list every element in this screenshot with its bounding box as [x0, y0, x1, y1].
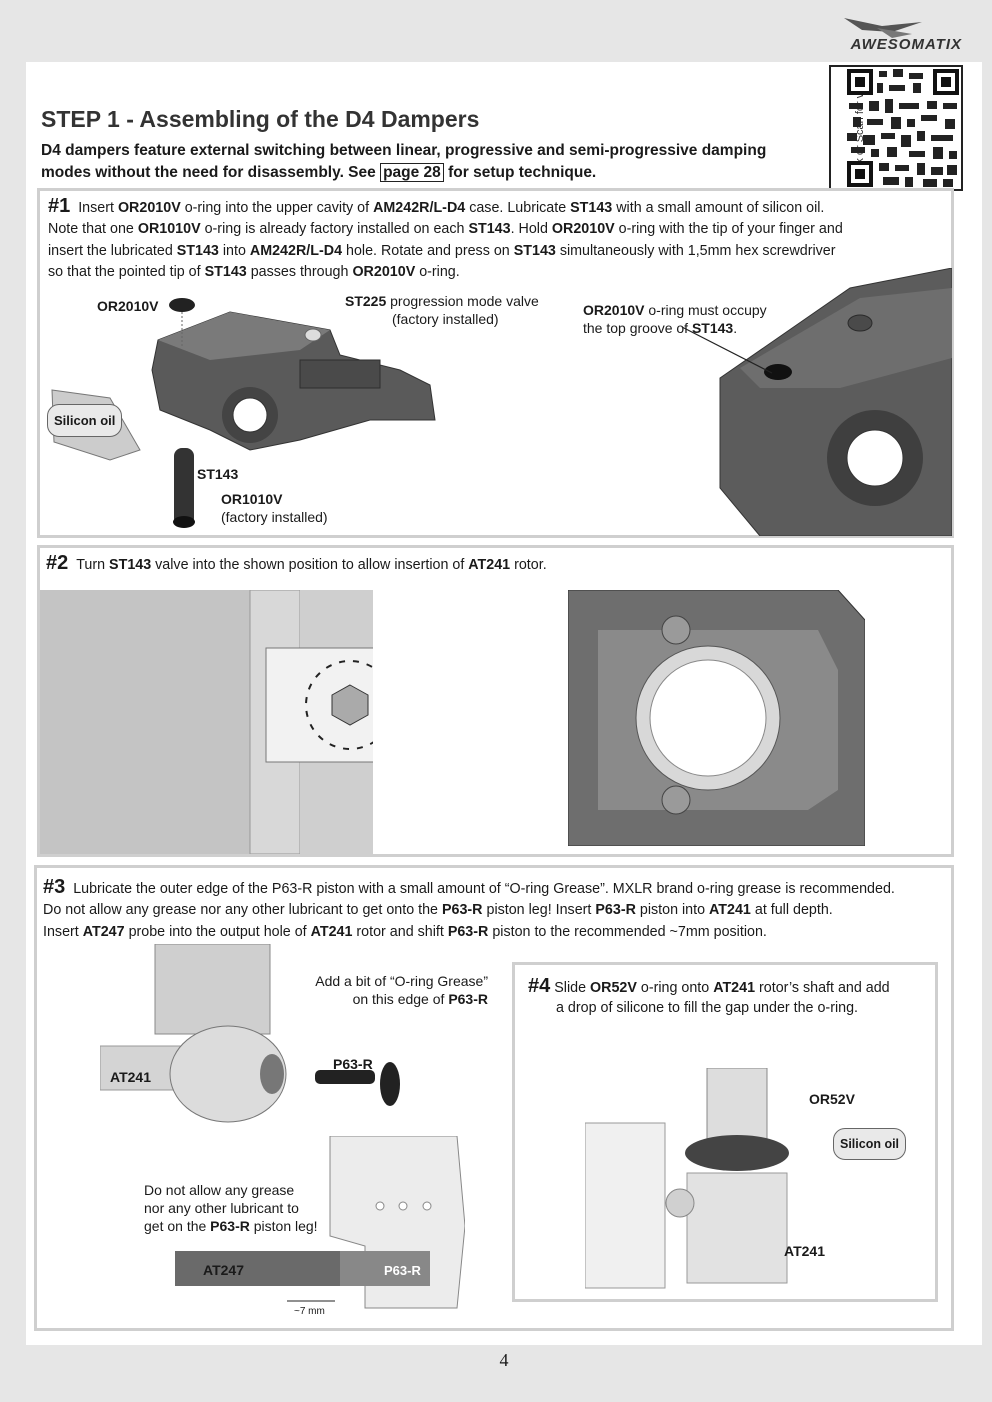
- damper-case-illustration: [51, 298, 436, 528]
- label-p63r-inner: P63-R: [384, 1263, 421, 1278]
- dimension-label: ~7 mm: [294, 1306, 325, 1317]
- step4-line2: a drop of silicone to fill the gap under…: [556, 1000, 859, 1016]
- brand-name: AWESOMATIX: [850, 36, 962, 53]
- label-st225-factory: (factory installed): [392, 311, 499, 327]
- brand-logo: [822, 14, 970, 56]
- label-or1010v: OR1010V: [221, 491, 283, 507]
- silicon-oil-bottle-label: Silicon oil: [47, 404, 123, 437]
- page-subtitle: D4 dampers feature external switching be…: [41, 142, 767, 182]
- valve-position-illustration: [40, 590, 373, 854]
- step1-line3: insert the lubricated ST143 into AM242R/…: [48, 243, 836, 259]
- bird-logo-icon: [844, 18, 922, 38]
- step4-number: #4: [528, 975, 551, 997]
- silicon-oil-bottle-label-2: Silicon oil: [833, 1128, 907, 1160]
- label-or2010v: OR2010V: [97, 298, 159, 314]
- qr-pattern-icon: [847, 69, 959, 187]
- page-title: STEP 1 - Assembling of the D4 Dampers: [41, 106, 480, 132]
- page-number: 4: [499, 1350, 509, 1370]
- probe-section-illustration: [175, 1136, 465, 1309]
- step1-line4: so that the pointed tip of ST143 passes …: [48, 264, 460, 280]
- step2-number: #2: [46, 552, 69, 574]
- step3-number: #3: [43, 876, 66, 898]
- step4-line1: #4 Slide OR52V o-ring onto AT241 rotor’s…: [528, 975, 890, 997]
- pointer-line: [681, 326, 773, 374]
- page-28-link[interactable]: page 28: [380, 163, 444, 182]
- label-grease-edge: Add a bit of “O-ring Grease”on this edge…: [315, 973, 488, 1007]
- label-or1010v-factory: (factory installed): [221, 509, 328, 525]
- label-st143: ST143: [197, 466, 239, 482]
- step1-line1: #1 Insert OR2010V o-ring into the upper …: [48, 195, 825, 217]
- label-or52v: OR52V: [809, 1091, 855, 1107]
- rotor-cavity-illustration: [568, 590, 865, 846]
- oring-shaft-illustration: [585, 1068, 789, 1289]
- step1-line2: Note that one OR1010V o-ring is already …: [48, 221, 843, 237]
- step2-text: #2 Turn ST143 valve into the shown posit…: [46, 552, 547, 574]
- rotor-piston-illustration: [100, 944, 400, 1123]
- qr-code[interactable]: Click or Scan for video: [829, 65, 963, 191]
- oring-closeup-illustration: [719, 268, 952, 536]
- label-p63r: P63-R: [333, 1056, 373, 1072]
- label-at241-rotor: AT241: [784, 1243, 825, 1259]
- label-at247: AT247: [203, 1262, 244, 1278]
- step3-line3: Insert AT247 probe into the output hole …: [43, 924, 767, 940]
- label-at241: AT241: [110, 1069, 151, 1085]
- step1-number: #1: [48, 195, 71, 217]
- label-st225: ST225 progression mode valve: [345, 293, 539, 309]
- step3-line2: Do not allow any grease nor any other lu…: [43, 902, 833, 918]
- step3-line1: #3 Lubricate the outer edge of the P63-R…: [43, 876, 895, 898]
